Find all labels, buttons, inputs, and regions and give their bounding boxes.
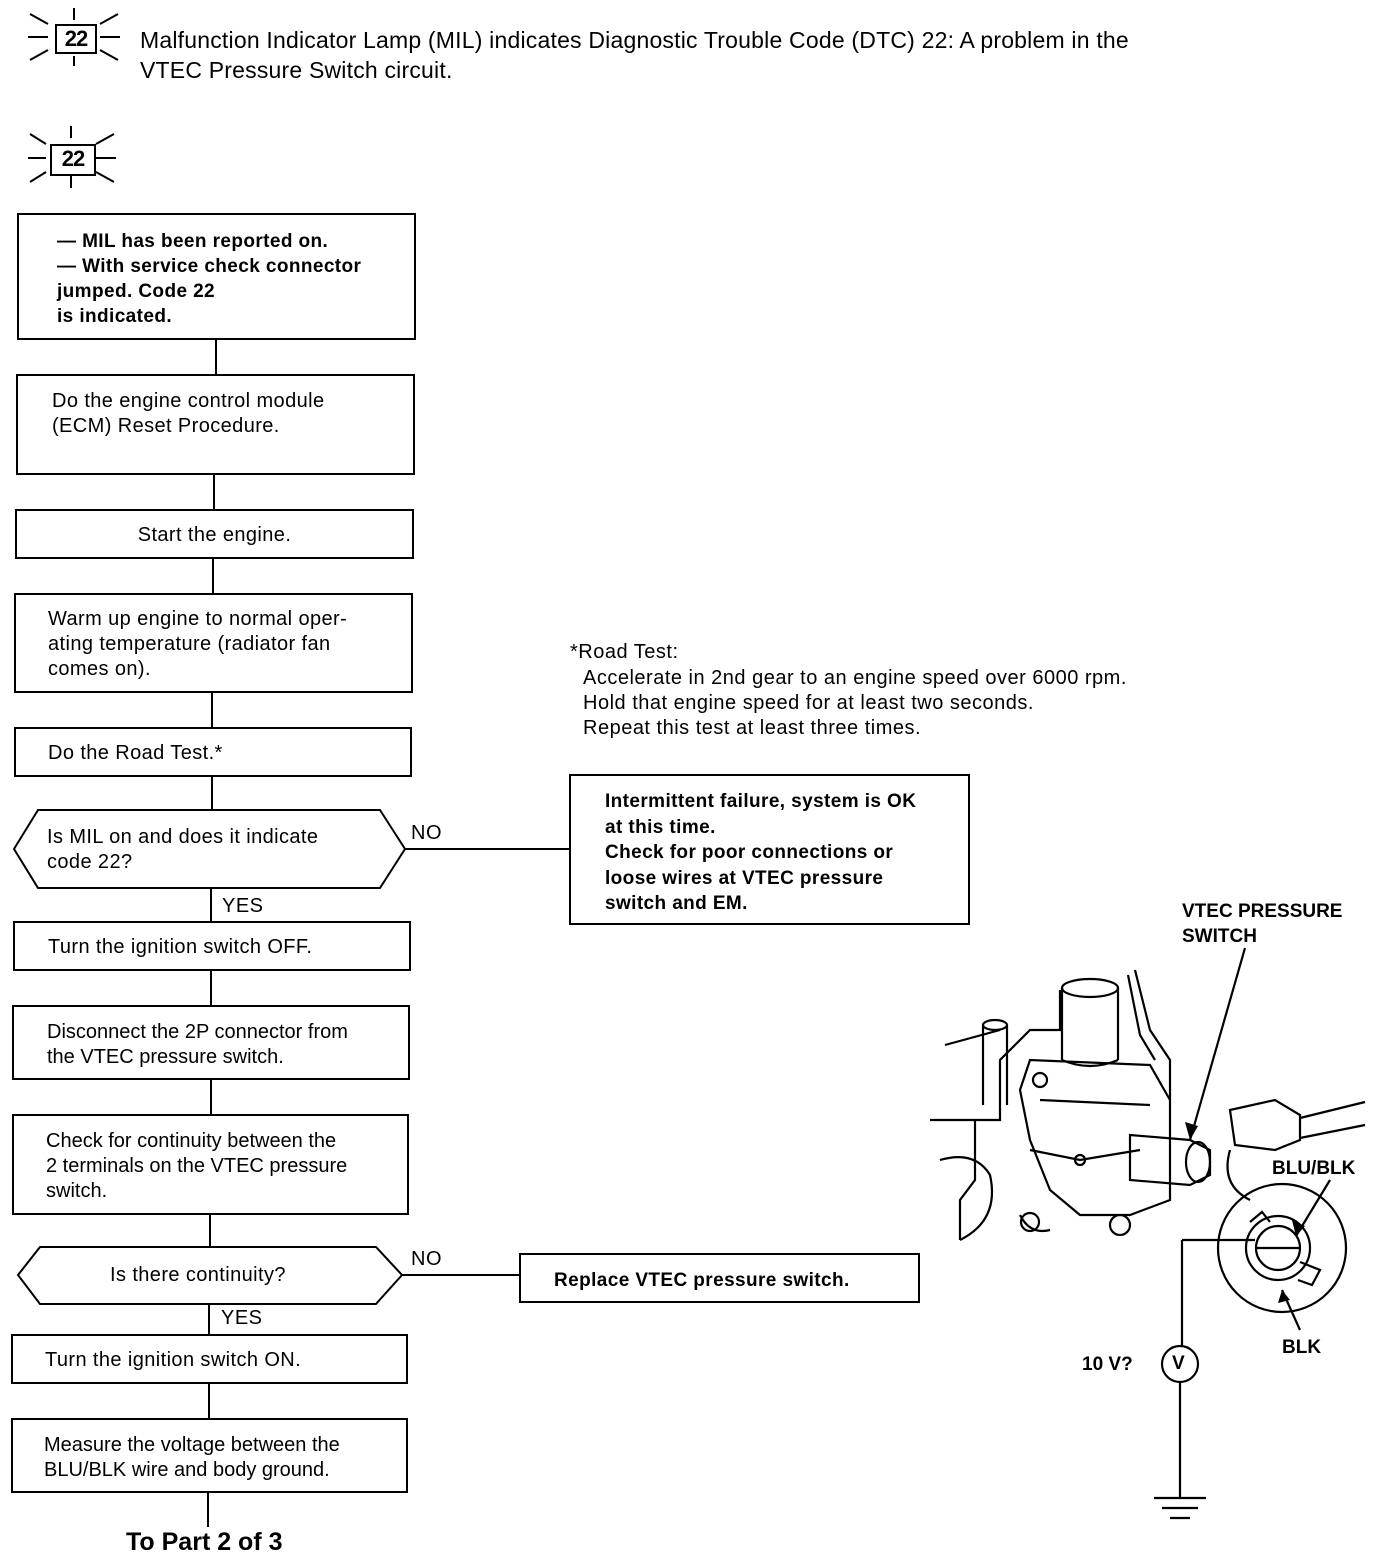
replace-switch-box: Replace VTEC pressure switch. xyxy=(519,1253,920,1303)
step-ignition-on-text: Turn the ignition switch ON. xyxy=(45,1349,302,1371)
step-mil-reported-text: — MIL has been reported on. — With servi… xyxy=(57,231,362,327)
wire-blu-blk-label: BLU/BLK xyxy=(1272,1158,1356,1179)
wire-blk-label: BLK xyxy=(1282,1337,1322,1358)
voltage-question-label: 10 V? xyxy=(1082,1354,1133,1375)
mil-code-badge: 22 xyxy=(55,24,97,54)
decision-mil-no-label: NO xyxy=(411,822,442,844)
road-test-line3: Repeat this test at least three times. xyxy=(583,717,922,739)
step-measure-voltage: Measure the voltage between the BLU/BLK … xyxy=(11,1418,408,1493)
vtec-switch-label: VTEC PRESSURE SWITCH xyxy=(1182,901,1343,947)
step-mil-reported: — MIL has been reported on. — With servi… xyxy=(17,213,416,340)
step-ignition-off: Turn the ignition switch OFF. xyxy=(13,921,411,971)
step-road-test: Do the Road Test.* xyxy=(14,727,412,777)
step-disconnect-text: Disconnect the 2P connector from the VTE… xyxy=(47,1021,348,1068)
step-disconnect: Disconnect the 2P connector from the VTE… xyxy=(12,1005,410,1080)
header-title-line1: Malfunction Indicator Lamp (MIL) indicat… xyxy=(140,27,1129,53)
road-test-line2: Hold that engine speed for at least two … xyxy=(583,692,1034,714)
road-test-title: *Road Test: xyxy=(570,641,679,663)
replace-switch-text: Replace VTEC pressure switch. xyxy=(554,1270,850,1291)
step-warm-up: Warm up engine to normal oper- ating tem… xyxy=(14,593,413,693)
step-check-continuity-text: Check for continuity between the 2 termi… xyxy=(46,1130,348,1202)
road-test-line1: Accelerate in 2nd gear to an engine spee… xyxy=(583,667,1127,689)
to-part-2-link[interactable]: To Part 2 of 3 xyxy=(126,1528,283,1556)
step-measure-voltage-text: Measure the voltage between the BLU/BLK … xyxy=(44,1434,340,1481)
step-ecm-reset-text: Do the engine control module (ECM) Reset… xyxy=(52,390,325,437)
intermittent-failure-box: Intermittent failure, system is OK at th… xyxy=(569,774,970,925)
step-check-continuity: Check for continuity between the 2 termi… xyxy=(12,1114,409,1215)
step-ignition-off-text: Turn the ignition switch OFF. xyxy=(48,936,313,958)
step-start-engine-text: Start the engine. xyxy=(137,524,292,546)
decision-mil-text: Is MIL on and does it indicate code 22? xyxy=(47,826,319,873)
step-ignition-on: Turn the ignition switch ON. xyxy=(11,1334,408,1384)
step-ecm-reset: Do the engine control module (ECM) Reset… xyxy=(16,374,415,475)
intermittent-failure-text: Intermittent failure, system is OK at th… xyxy=(605,791,917,914)
vtec-switch-illustration xyxy=(930,947,1366,1520)
step-start-engine: Start the engine. xyxy=(15,509,414,559)
step-road-test-text: Do the Road Test.* xyxy=(48,742,223,764)
decision-continuity-no-label: NO xyxy=(411,1248,442,1270)
flow-code-badge: 22 xyxy=(50,144,96,176)
header-title-line2: VTEC Pressure Switch circuit. xyxy=(140,57,453,83)
voltmeter-icon: V xyxy=(1172,1353,1185,1374)
step-warm-up-text: Warm up engine to normal oper- ating tem… xyxy=(48,608,348,680)
decision-continuity-yes-label: YES xyxy=(221,1307,263,1329)
decision-mil-yes-label: YES xyxy=(222,895,264,917)
decision-continuity-text: Is there continuity? xyxy=(110,1264,286,1286)
